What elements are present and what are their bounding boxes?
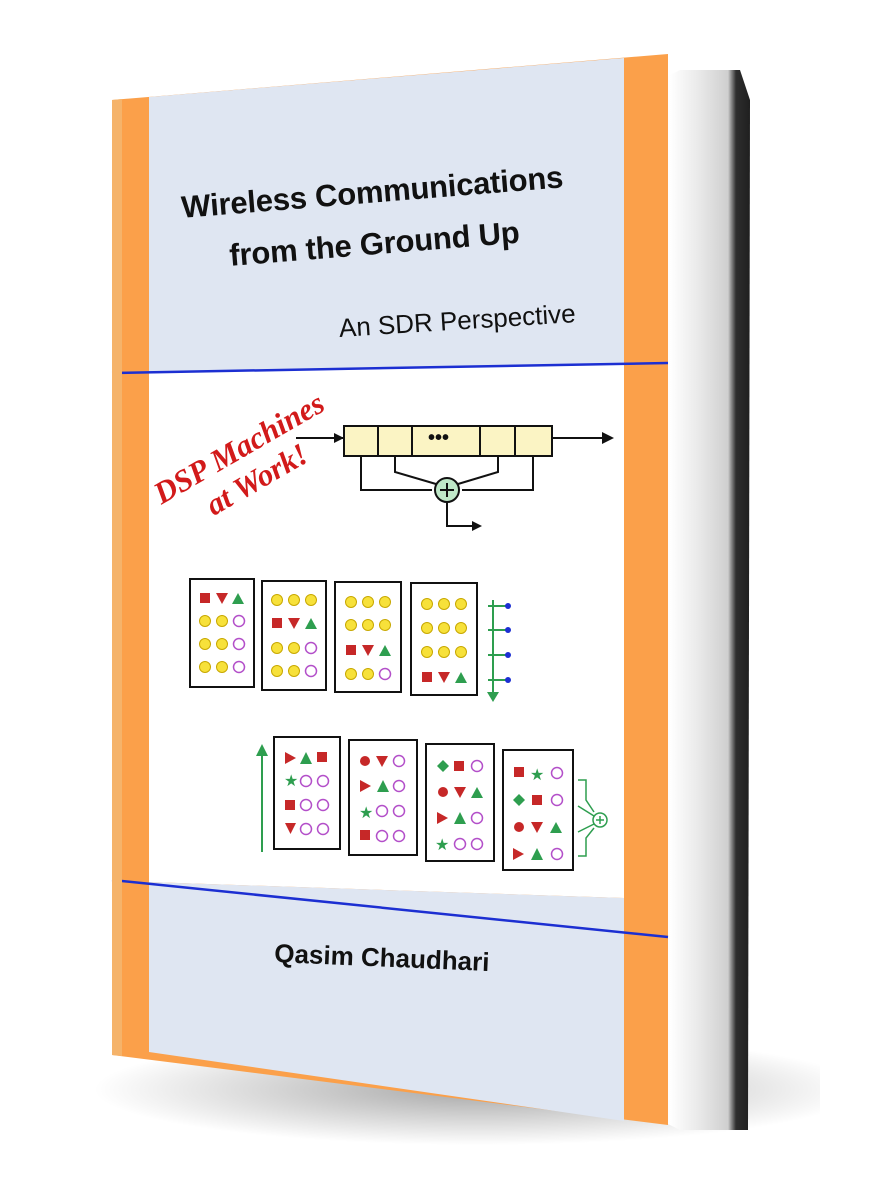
register-dots: •••: [428, 427, 449, 449]
bottom-blue-rule: [111, 878, 669, 939]
svg-text:★: ★: [435, 835, 449, 854]
frames-row-top: [189, 578, 511, 702]
top-panel: [149, 58, 624, 372]
svg-text:★: ★: [530, 765, 544, 784]
frames-row-bottom: ★ ★: [256, 736, 608, 871]
bottom-panel: [149, 882, 624, 1121]
shift-register-diagram: [296, 425, 614, 531]
svg-text:★: ★: [284, 771, 298, 790]
spine-highlight: [112, 99, 122, 1056]
svg-text:★: ★: [359, 803, 373, 822]
top-blue-rule: [111, 361, 669, 375]
